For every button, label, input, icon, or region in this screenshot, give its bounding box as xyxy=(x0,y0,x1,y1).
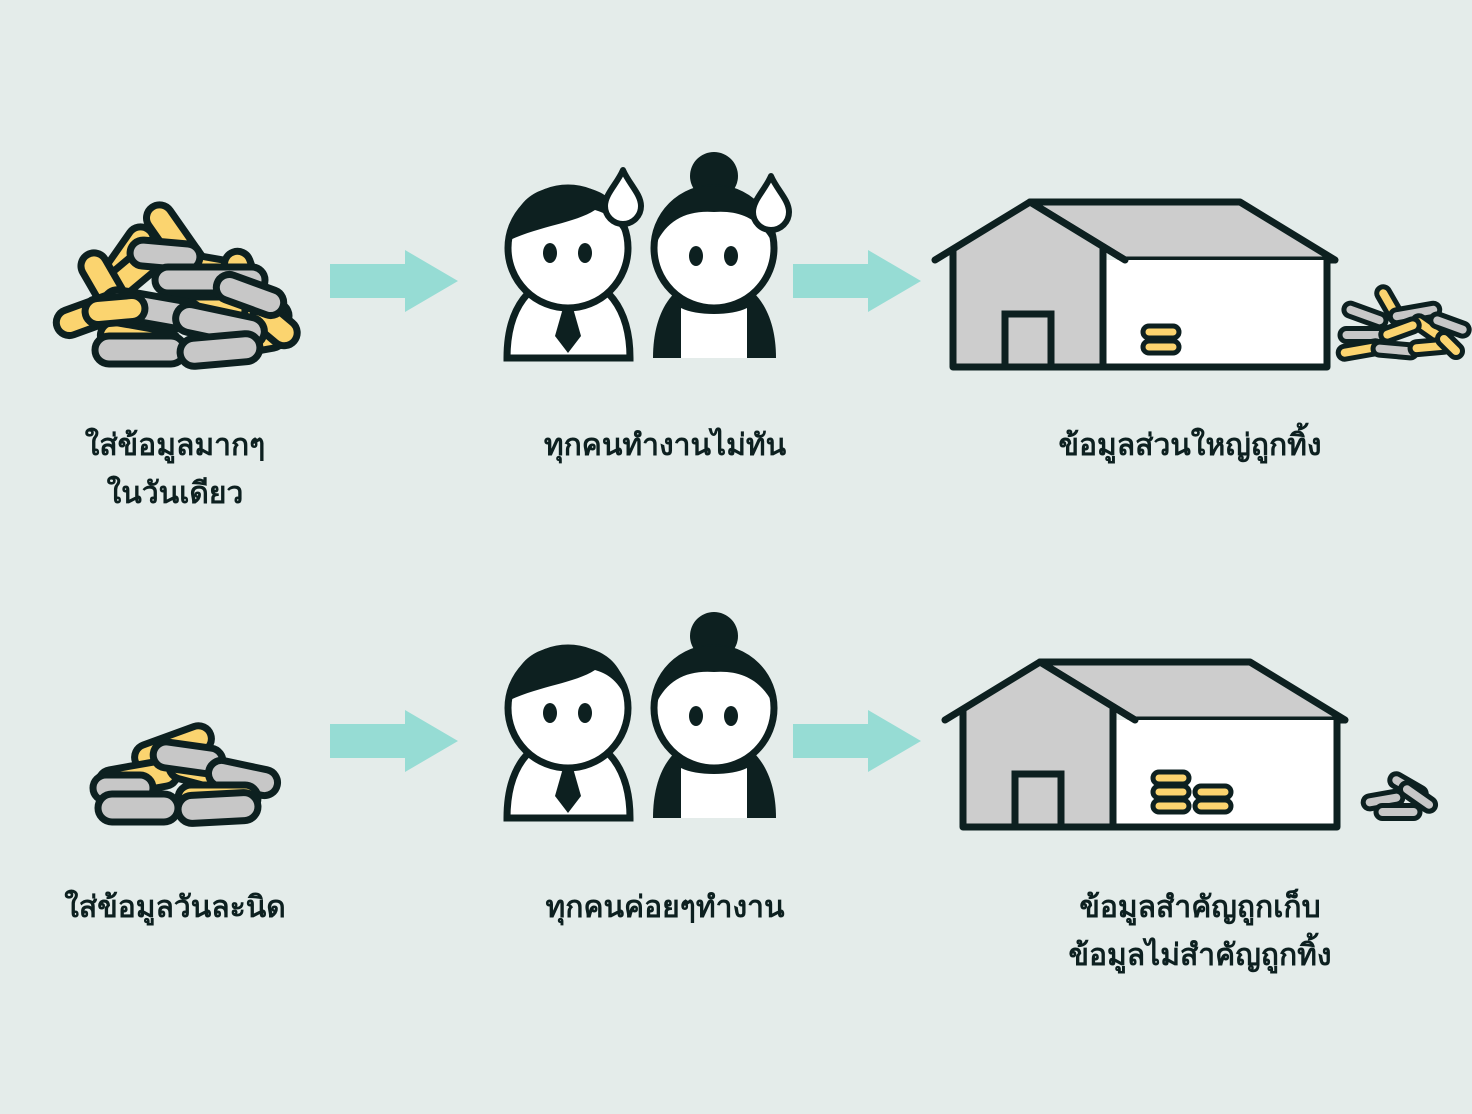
row1-workers-caption: ทุกคนทำงานไม่ทัน xyxy=(500,422,830,470)
row2-result-caption: ข้อมูลสำคัญถูกเก็บ ข้อมูลไม่สำคัญถูกทิ้ง xyxy=(1010,884,1390,980)
row2-input-caption-line1: ใส่ข้อมูลวันละนิด xyxy=(30,884,320,932)
arrow-right-icon xyxy=(793,710,921,772)
row1-input-caption-line1: ใส่ข้อมูลมากๆ xyxy=(40,422,310,470)
arrow-right-icon xyxy=(330,250,458,312)
row2-result-caption-line1: ข้อมูลสำคัญถูกเก็บ xyxy=(1010,884,1390,932)
row2-workers-caption: ทุกคนค่อยๆทำงาน xyxy=(500,884,830,932)
discarded-data-icon xyxy=(1362,771,1438,818)
data-pile-icon xyxy=(53,200,303,368)
stressed-workers-icon xyxy=(507,152,789,358)
sweat-drop-icon xyxy=(753,176,789,230)
data-pile-icon xyxy=(93,722,280,824)
row1-workers-caption-line1: ทุกคนทำงานไม่ทัน xyxy=(500,422,830,470)
row2-workers-caption-line1: ทุกคนค่อยๆทำงาน xyxy=(500,884,830,932)
row1-result-caption: ข้อมูลส่วนใหญ่ถูกทิ้ง xyxy=(1010,422,1370,470)
arrow-right-icon xyxy=(330,710,458,772)
arrow-right-icon xyxy=(793,250,921,312)
row2-input-caption: ใส่ข้อมูลวันละนิด xyxy=(30,884,320,932)
row2-result-caption-line2: ข้อมูลไม่สำคัญถูกทิ้ง xyxy=(1010,932,1390,980)
row1-input-caption-line2: ในวันเดียว xyxy=(40,470,310,518)
warehouse-icon xyxy=(935,202,1335,367)
warehouse-icon xyxy=(945,662,1345,827)
calm-workers-icon xyxy=(507,612,776,818)
sweat-drop-icon xyxy=(605,170,641,224)
row1-result-caption-line1: ข้อมูลส่วนใหญ่ถูกทิ้ง xyxy=(1010,422,1370,470)
discarded-data-icon xyxy=(1337,284,1471,360)
row1-input-caption: ใส่ข้อมูลมากๆ ในวันเดียว xyxy=(40,422,310,518)
